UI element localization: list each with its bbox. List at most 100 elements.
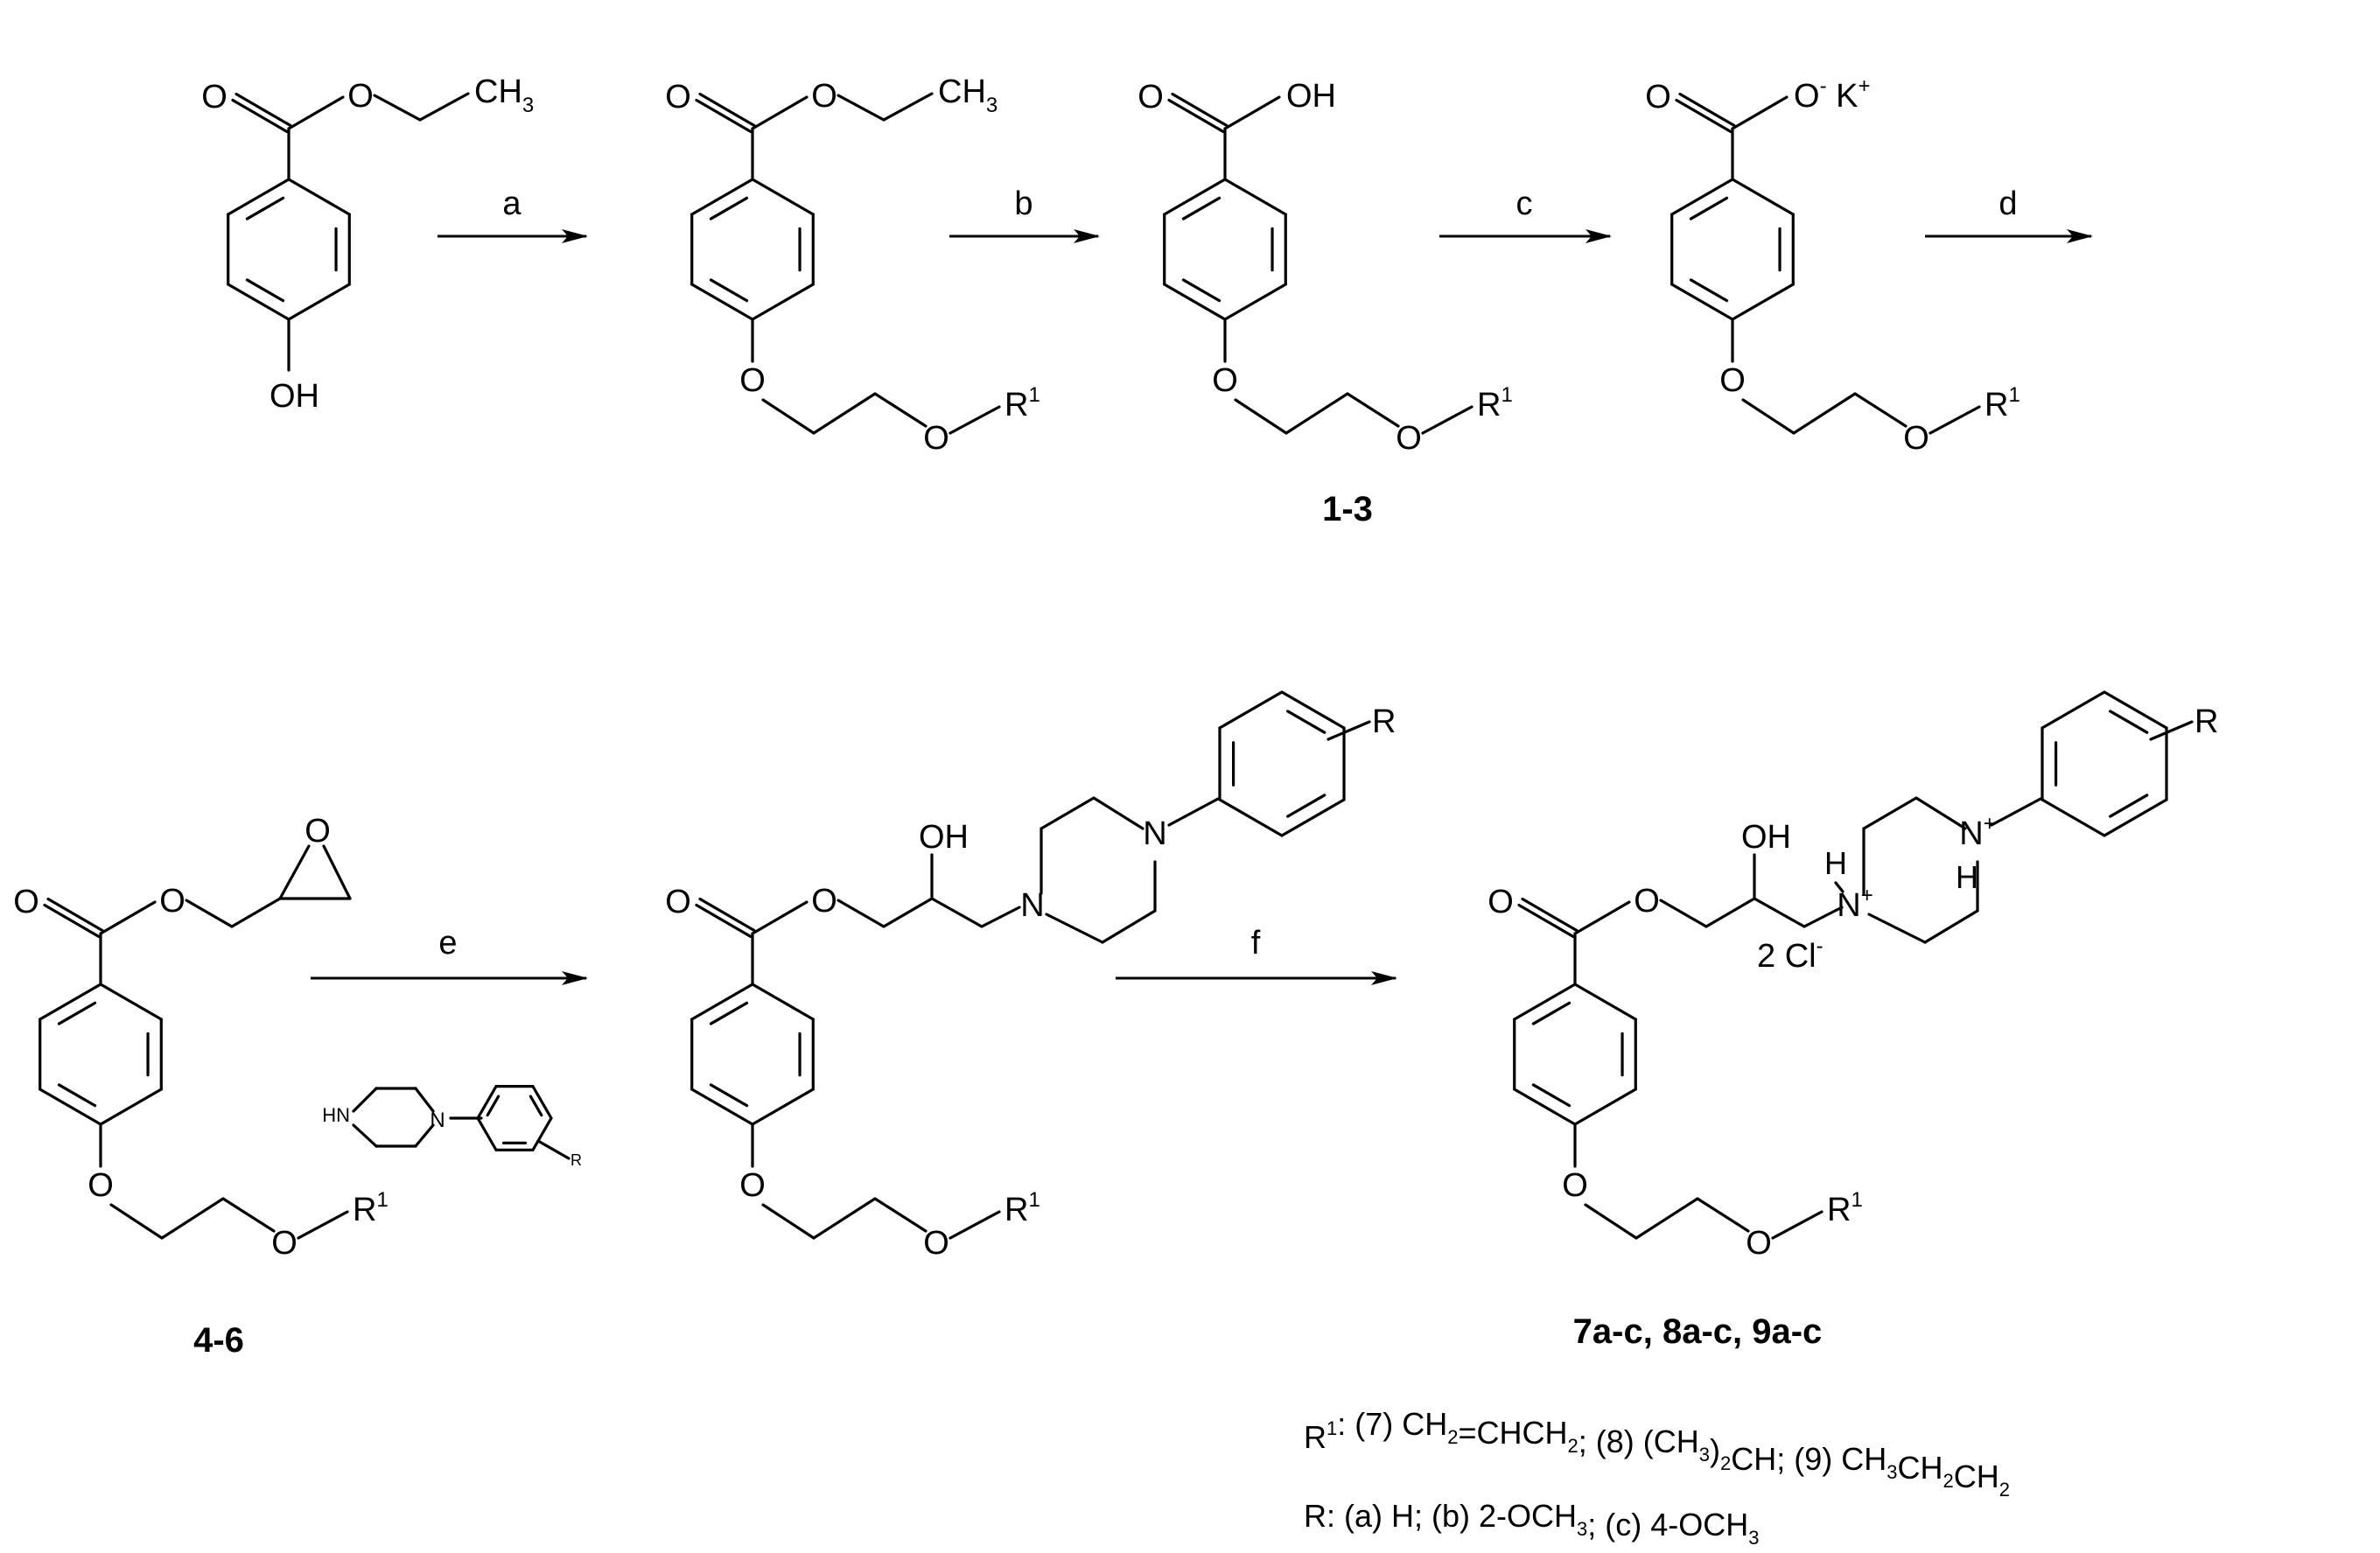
aromatic-inner-bond (709, 1001, 749, 1025)
carbonyl-double-bond (1167, 98, 1225, 134)
carbonyl-double-bond (231, 98, 289, 134)
aromatic-inner-bond (1286, 710, 1326, 734)
reagent-r-substituent: R (570, 1151, 582, 1169)
benzene-ring-bond (38, 983, 102, 1021)
ether-oxygen: O (1562, 1167, 1588, 1204)
carbonyl-double-bond (1517, 903, 1575, 939)
r1-substituent: R1 (1984, 383, 2020, 423)
carbonyl-double-bond (1521, 897, 1578, 933)
phenyl-ring-bond (2040, 798, 2106, 837)
benzene-ring-bond (287, 178, 351, 216)
aromatic-inner-bond (528, 1095, 543, 1117)
phenyl-ring-bond (1218, 690, 1284, 730)
aromatic-inner-bond (1689, 278, 1729, 303)
potassium-carboxylate: O- K+ (1794, 74, 1871, 115)
reagent-piperazine-bond (414, 1123, 435, 1148)
aromatic-inner-bond (57, 1083, 97, 1108)
carbonyl-double-bond (1171, 92, 1228, 128)
aryl-r-substituent: R (1372, 703, 1396, 740)
ether-chain-bond (761, 1203, 816, 1240)
hydroxyl-group: OH (1286, 78, 1336, 115)
phenyl-ring-bond (2040, 690, 2106, 730)
ether-chain-bond (1584, 1203, 1638, 1240)
aromatic-inner-bond (2109, 710, 2149, 734)
reagent-r-bond (536, 1139, 570, 1160)
ether-chain-bond (1634, 1197, 1699, 1240)
aromatic-inner-bond (709, 1083, 749, 1108)
r1-substituent: R1 (1477, 383, 1513, 423)
ether-chain-bond (1741, 398, 1796, 435)
r1-substituent: R1 (1004, 383, 1040, 423)
methyl-group: CH3 (474, 73, 534, 117)
ether-oxygen: O (923, 1225, 949, 1262)
epoxide-bond (278, 844, 311, 900)
step-label-f: f (1251, 925, 1261, 962)
aromatic-inner-bond (709, 278, 749, 303)
chemical-bonds (38, 92, 2194, 1240)
n-aryl-bond (1167, 797, 1220, 827)
ether-chain-bond (1792, 392, 1857, 435)
ether-oxygen: O (923, 420, 949, 457)
propanol-bond (882, 897, 934, 928)
epoxide-oxygen: O (304, 813, 331, 850)
step-label-b: b (1014, 185, 1032, 222)
step-label-d: d (1998, 185, 2017, 222)
propanol-bond (836, 899, 886, 928)
methyl-group: CH3 (938, 73, 998, 117)
r1-substituent: R1 (1827, 1188, 1863, 1228)
ester-bond (287, 95, 345, 130)
phenyl-ring-bond (1280, 690, 1346, 730)
ether-chain-bond (221, 1197, 276, 1233)
aryl-r-substituent: R (2194, 703, 2218, 740)
benzene-ring-bond (690, 983, 754, 1021)
carbonyl-double-bond (695, 903, 752, 939)
ether-chain-bond (1696, 1197, 1750, 1233)
benzene-ring-bond (1573, 1088, 1637, 1126)
reagent-piperazine-bond (352, 1087, 378, 1113)
benzene-ring-bond (1513, 1088, 1577, 1126)
aromatic-inner-bond (1531, 1001, 1572, 1025)
ether-chain-bond (948, 405, 1001, 435)
benzene-ring-bond (38, 1088, 102, 1126)
ether-oxygen: O (1746, 1225, 1772, 1262)
carbonyl-double-bond (1678, 92, 1736, 128)
carbonyl-oxygen: O (201, 79, 228, 115)
legend-r1-definition: R1: (7) CH2=CHCH2; (8) (CH3)2CH; (9) CH3… (1304, 1406, 2010, 1501)
phenyl-ring-bond (476, 1085, 498, 1120)
ester-oxygen: O (811, 78, 837, 115)
benzene-ring-bond (751, 983, 815, 1021)
compound-label-4-6: 4-6 (193, 1321, 244, 1360)
reagent-amine-nh: HN (322, 1104, 350, 1126)
benzene-ring-bond (227, 283, 290, 321)
benzene-ring-bond (690, 178, 754, 216)
benzene-ring-bond (690, 1088, 754, 1126)
carbonyl-oxygen: O (1138, 79, 1164, 115)
secondary-hydroxyl: OH (1741, 819, 1791, 856)
ether-chain-bond (761, 398, 816, 435)
hydroxyl-group: OH (270, 378, 319, 415)
benzene-ring-bond (1223, 178, 1287, 216)
piperazine-bond (1923, 909, 1979, 944)
benzene-ring-bond (1670, 178, 1734, 216)
benzene-ring-bond (1670, 283, 1734, 321)
piperazine-bond (1914, 796, 1967, 830)
piperazine-nitrogen: N (1143, 815, 1166, 852)
piperazine-bond (1045, 913, 1104, 944)
legend-r-definition: R: (a) H; (b) 2-OCH3; (c) 4-OCH3 (1304, 1498, 1760, 1549)
compound-label-1-3: 1-3 (1322, 490, 1373, 528)
glycidyl-bond (230, 897, 282, 928)
aromatic-inner-bond (709, 196, 749, 220)
benzene-ring-bond (751, 283, 815, 321)
ether-chain-bond (812, 1197, 877, 1240)
step-label-e: e (438, 925, 457, 962)
piperazinium-nitrogen: N+ (1837, 884, 1872, 924)
piperazine-bond (1092, 796, 1144, 830)
phenyl-ring-bond (1218, 798, 1284, 837)
piperazine-bond (1862, 796, 1918, 830)
step-label-c: c (1516, 185, 1533, 222)
piperazine-bond (1867, 913, 1927, 944)
propanol-bond (1802, 906, 1844, 928)
ester-oxygen: O (811, 883, 837, 920)
ether-chain-bond (1928, 405, 1981, 435)
